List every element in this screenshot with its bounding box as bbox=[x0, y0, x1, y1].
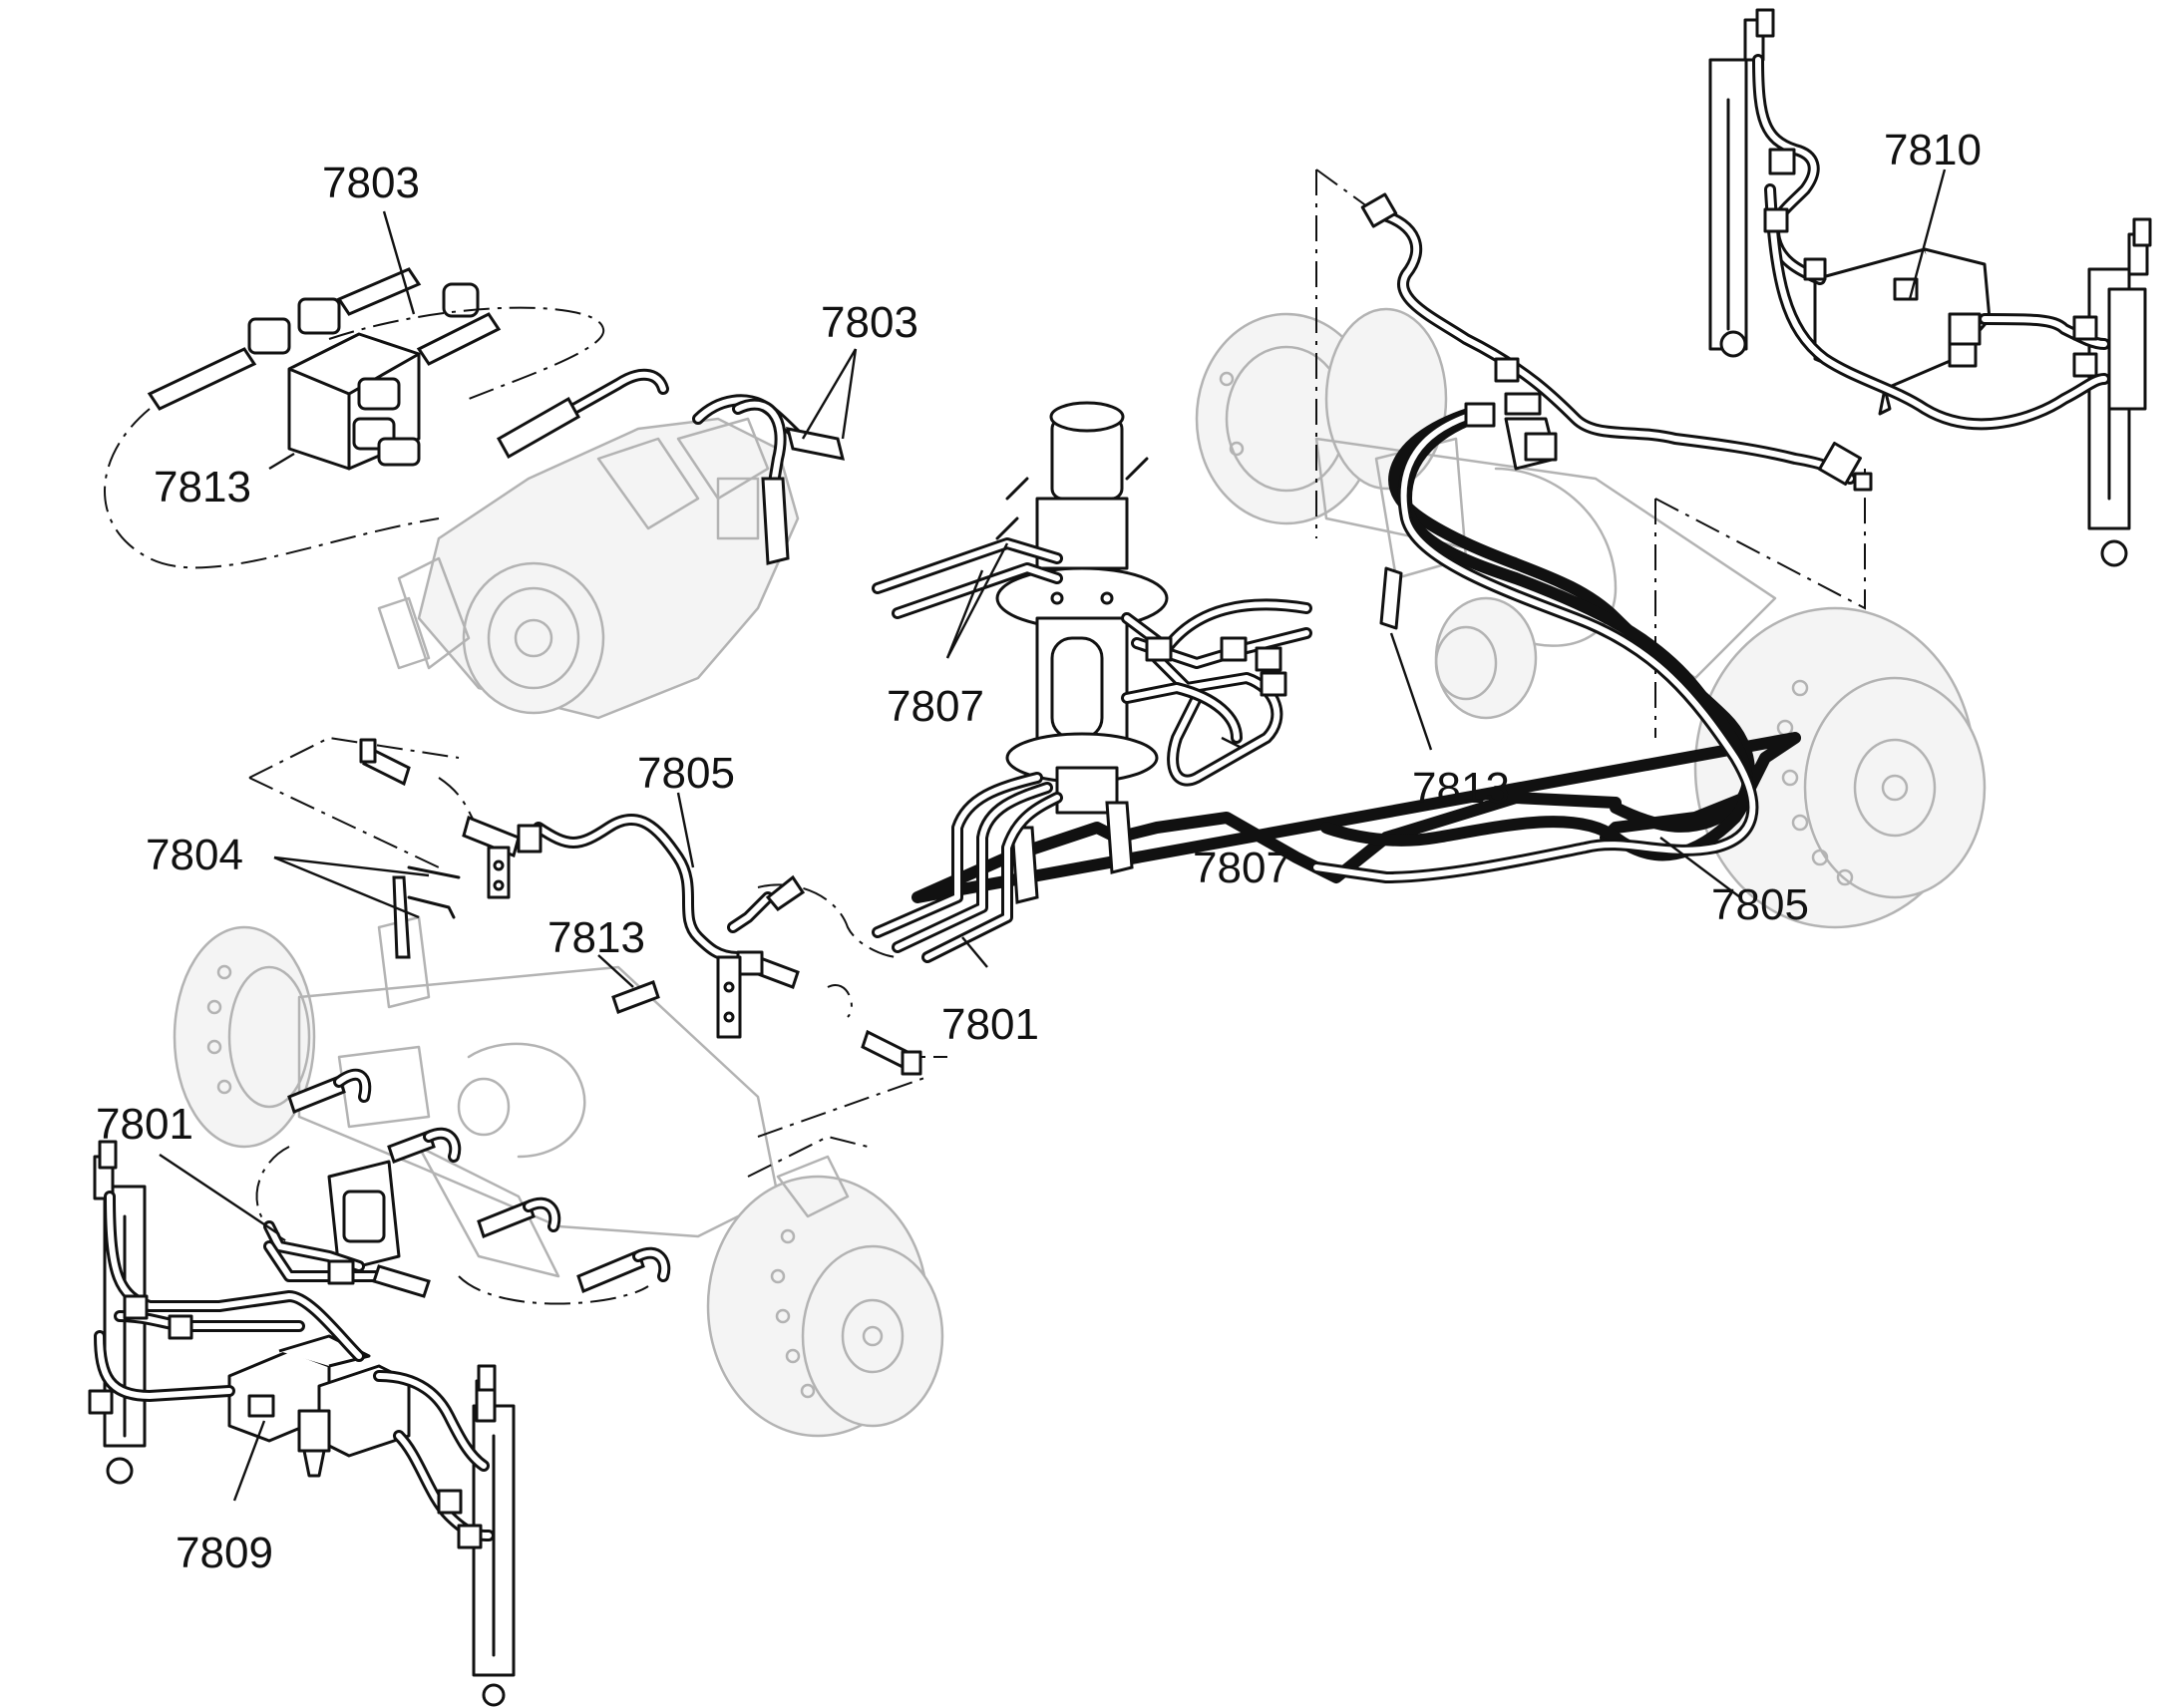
rear-axle-fittings bbox=[1360, 192, 1873, 630]
front-steer-pipe-7805 bbox=[359, 738, 922, 1076]
callout-7813-pump: 7813 bbox=[154, 463, 251, 512]
pump-assembly bbox=[377, 417, 800, 720]
callout-7805-rear: 7805 bbox=[1711, 880, 1809, 929]
rear-axle bbox=[1195, 307, 1987, 929]
valve-block-7810 bbox=[1708, 8, 2152, 567]
steering-pipes-7807-7801 bbox=[872, 537, 1312, 963]
callout-7809: 7809 bbox=[176, 1529, 273, 1577]
callout-7805-front: 7805 bbox=[637, 749, 735, 798]
front-axle bbox=[173, 915, 944, 1438]
front-axle-hoses bbox=[263, 1068, 671, 1298]
pump-valve-block-7813 bbox=[147, 267, 502, 471]
rear-axle-reference-lines bbox=[1315, 169, 1866, 738]
callout-7801-left: 7801 bbox=[96, 1100, 193, 1149]
leader-lines bbox=[159, 169, 1947, 1502]
pump-hoses-7803 bbox=[104, 306, 846, 569]
valve-block-7809 bbox=[88, 1140, 516, 1707]
callout-7807-right: 7807 bbox=[1193, 844, 1290, 892]
callout-7807-left: 7807 bbox=[887, 682, 984, 731]
callout-7801-center: 7801 bbox=[941, 1000, 1039, 1049]
callout-7810: 7810 bbox=[1884, 126, 1982, 174]
callout-7803-pump: 7803 bbox=[821, 298, 918, 347]
callout-labels: 7803 7803 7813 7810 7807 7813 7805 7804 … bbox=[96, 126, 1982, 1577]
callout-7804: 7804 bbox=[146, 831, 243, 879]
callout-7803-top: 7803 bbox=[322, 159, 420, 207]
callout-7813-rear: 7813 bbox=[1412, 764, 1510, 813]
rear-axle-pipe-7805 bbox=[1310, 405, 1759, 883]
steering-valve-assembly bbox=[995, 401, 1169, 904]
callout-7813-front: 7813 bbox=[547, 913, 645, 962]
